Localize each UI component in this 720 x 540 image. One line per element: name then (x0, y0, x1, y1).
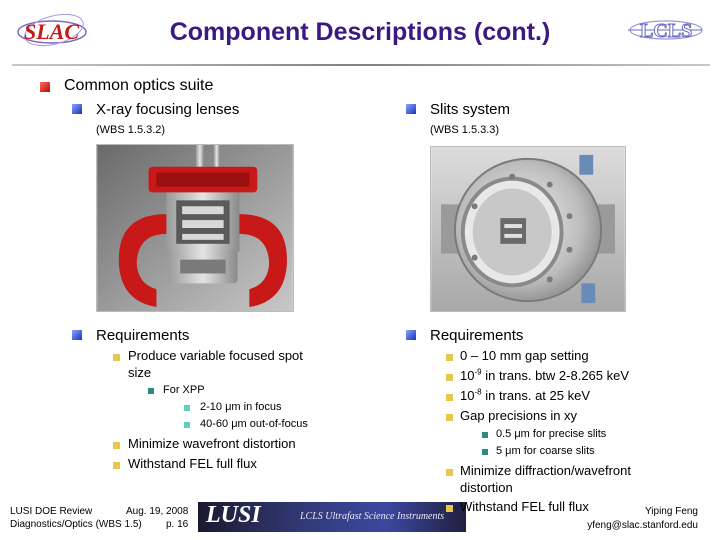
right-sub-item-1: 0.5 μm for precise slits (496, 428, 607, 440)
left-sub-sub-item-1: 2-10 μm in focus (200, 401, 282, 413)
bullet-icon (446, 469, 453, 476)
right-req-title: Requirements (430, 327, 524, 344)
svg-text:LCLS: LCLS (640, 20, 692, 42)
left-req-item-1: Produce variable focused spot (128, 348, 303, 363)
svg-text:SLAC: SLAC (24, 19, 79, 44)
bullet-icon (406, 330, 416, 340)
left-req-title: Requirements (96, 327, 190, 344)
lusi-banner (198, 502, 466, 532)
page-title: Component Descriptions (cont.) (169, 18, 551, 46)
right-sub-item-2: 5 μm for coarse slits (496, 445, 595, 457)
footer-date: Aug. 19, 2008 (126, 506, 189, 517)
bullet-icon (482, 449, 488, 455)
right-heading: Slits system (430, 101, 511, 118)
bullet-icon (446, 374, 453, 381)
bullet-icon (446, 394, 453, 401)
left-req-item-3: Withstand FEL full flux (128, 456, 257, 471)
trans-text: in trans. at 25 keV (485, 388, 590, 403)
footer-review: LUSI DOE Review (10, 506, 93, 517)
bullet-icon (72, 330, 82, 340)
right-req-item-2: 10-9 in trans. btw 2-8.265 keV (460, 368, 629, 383)
bullet-icon (113, 442, 120, 449)
trans-exponent: -9 (474, 367, 482, 377)
footer-page-number: p. 16 (166, 519, 189, 530)
bullet-icon (446, 354, 453, 361)
left-sub-sub-item-2: 40-60 μm out-of-focus (200, 418, 308, 430)
bullet-icon (446, 414, 453, 421)
trans-base: 10 (460, 388, 475, 403)
trans-base: 10 (460, 368, 475, 383)
bullet-icon (148, 388, 154, 394)
right-req-item-5: Minimize diffraction/wavefront (460, 463, 631, 478)
bullet-icon (406, 104, 416, 114)
bullet-icon (40, 82, 50, 92)
left-wbs: (WBS 1.5.3.2) (96, 124, 166, 136)
focusing-lens-chamber-image (96, 144, 294, 312)
trans-text: in trans. btw 2-8.265 keV (485, 368, 630, 383)
lusi-tagline: LCLS Ultrafast Science Instruments (300, 511, 445, 522)
trans-exponent: -8 (474, 387, 482, 397)
lusi-logo-text: LUSI (206, 502, 261, 528)
right-req-item-4: Gap precisions in xy (460, 408, 578, 423)
bullet-icon (184, 422, 190, 428)
bullet-icon (72, 104, 82, 114)
right-req-item-5-cont: distortion (460, 480, 513, 495)
lcls-logo-icon: LCLS (628, 20, 703, 43)
bullet-icon (184, 405, 190, 411)
title-divider (12, 64, 710, 66)
slac-logo-icon: SLAC (17, 14, 87, 47)
slits-chamber-image (430, 146, 626, 312)
bullet-icon (446, 505, 453, 512)
right-req-item-6: Withstand FEL full flux (460, 499, 589, 514)
bullet-icon (482, 432, 488, 438)
left-sub-item: For XPP (163, 384, 205, 396)
footer-author: Yiping Feng (645, 506, 698, 517)
right-req-item-1: 0 – 10 mm gap setting (460, 348, 589, 363)
bullet-icon (113, 354, 120, 361)
left-req-item-1-cont: size (128, 365, 152, 380)
footer-wbs: Diagnostics/Optics (WBS 1.5) (10, 519, 142, 530)
section-title: Common optics suite (64, 77, 214, 94)
right-req-item-3: 10-8 in trans. at 25 keV (460, 388, 590, 403)
right-wbs: (WBS 1.5.3.3) (430, 124, 500, 136)
left-heading: X-ray focusing lenses (96, 101, 240, 118)
footer-email: yfeng@slac.stanford.edu (587, 520, 698, 531)
left-req-item-2: Minimize wavefront distortion (128, 436, 296, 451)
bullet-icon (113, 462, 120, 469)
